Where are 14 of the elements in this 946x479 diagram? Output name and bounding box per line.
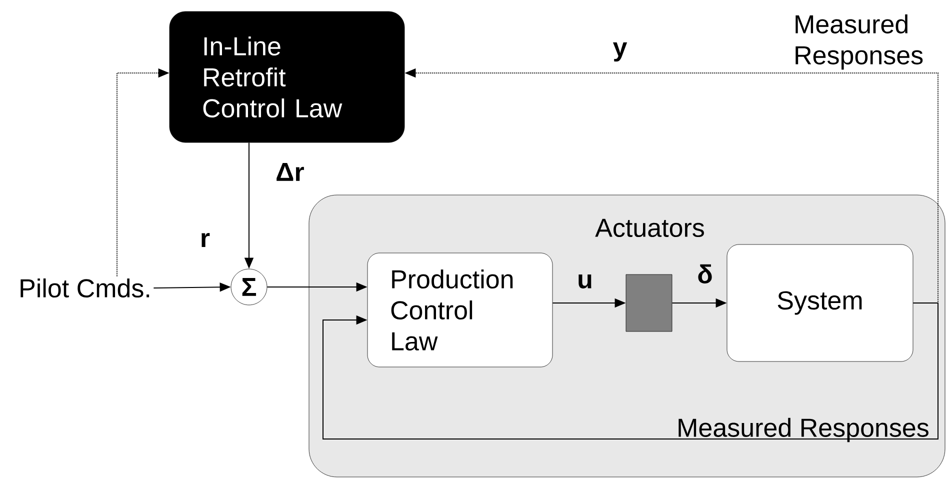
edge-label: Δr: [276, 163, 304, 181]
block-box: Production Control Law: [367, 252, 553, 368]
edge-label: u: [578, 274, 592, 288]
edge-label: Measured Responses: [678, 418, 928, 442]
actuator-block: [626, 274, 672, 332]
block-box: In-Line Retrofit Control Law: [169, 11, 405, 143]
signal-label: Actuators: [595, 218, 704, 238]
signal-label: Measured Responses: [796, 14, 923, 70]
text-label: Pilot Cmds.: [20, 278, 150, 298]
arrow: [322, 302, 938, 440]
edge-label: y: [612, 42, 628, 62]
edge-label: δ: [698, 264, 712, 284]
block-box: System: [726, 244, 914, 362]
signal-label: r: [202, 232, 210, 247]
